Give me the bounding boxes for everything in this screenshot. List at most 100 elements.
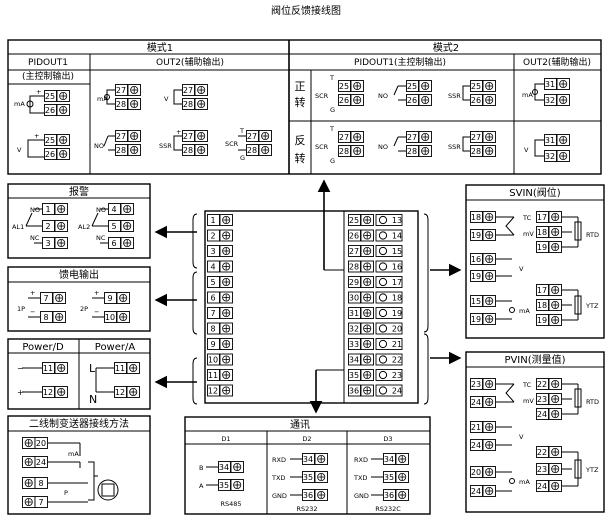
- center-right-term-25: 25: [349, 216, 359, 225]
- m2f-t25b: 25: [407, 82, 417, 91]
- center-right-term-29: 29: [349, 278, 359, 287]
- m2r-SCR: SCR: [315, 143, 329, 151]
- svin-ytz: YTZ: [585, 302, 599, 310]
- center-right-term-34: 34: [349, 356, 359, 365]
- pvin-ma: mA: [519, 478, 530, 486]
- comm-d3: D3: [383, 435, 392, 443]
- m2o2-t31a: 31: [545, 80, 555, 89]
- m2r-NO: NO: [378, 143, 388, 151]
- m1o2-G: G: [240, 154, 245, 162]
- mode1-out2-label: OUT2(辅助输出): [156, 56, 224, 68]
- d3-rs232c: RS232C: [375, 505, 401, 513]
- center-far-term-20: 20: [392, 325, 402, 334]
- comm-d2: D2: [302, 435, 311, 443]
- m2f-SCR: SCR: [315, 92, 329, 100]
- feed-t8: 8: [43, 313, 48, 322]
- center-right-term-36: 36: [349, 387, 359, 396]
- mode2-forward-2: 转: [295, 95, 306, 109]
- center-far-block-21: [375, 338, 403, 350]
- m2r-t28c: 28: [471, 147, 481, 156]
- center-far-term-15: 15: [392, 247, 402, 256]
- svg-text:+: +: [17, 388, 24, 397]
- center-right-term-27: 27: [349, 247, 359, 256]
- alarm-no1: NO: [30, 206, 40, 214]
- alarm-al2: AL2: [78, 223, 90, 231]
- m1o2-t27b: 27: [183, 86, 193, 95]
- center-right-term-28: 28: [349, 263, 359, 272]
- d1-A: A: [199, 482, 204, 490]
- m1-t25b: 25: [45, 136, 55, 145]
- svin-rtd: RTD: [586, 231, 599, 239]
- center-left-term-6: 6: [210, 294, 215, 303]
- d2-gnd: GND: [272, 492, 287, 500]
- center-left-term-2: 2: [210, 232, 215, 241]
- d3-txd: TXD: [353, 474, 367, 482]
- center-left-term-3: 3: [210, 247, 215, 256]
- mode1-pidout1-label: PIDOUT1: [28, 58, 68, 68]
- m1o2-t28b: 28: [183, 100, 193, 109]
- center-far-block-15: [375, 245, 403, 257]
- center-far-block-17: [375, 276, 403, 288]
- alarm-t2: 2: [45, 222, 50, 231]
- alarm-nc2: NC: [96, 234, 106, 242]
- tx-mA: mA: [68, 450, 79, 458]
- m1o2-t28d: 28: [183, 146, 193, 155]
- d3-t36: 36: [384, 491, 394, 500]
- mode2-reverse-2: 转: [295, 151, 306, 165]
- svin-ma: mA: [519, 307, 530, 315]
- alarm-t1: 1: [45, 205, 50, 214]
- svin-r1-b: 19: [471, 231, 481, 240]
- mode-panel: 模式1 模式2 PIDOUT1 (主控制输出) OUT2(辅助输出) 25 26…: [7, 39, 602, 175]
- svin-r3-a: 15: [471, 297, 481, 306]
- m2r-t28a: 28: [339, 147, 349, 156]
- d2-rs232: RS232: [296, 505, 317, 513]
- center-far-term-19: 19: [392, 309, 402, 318]
- pvin-r1-b: 24: [471, 398, 481, 407]
- m2f-t25a: 25: [339, 82, 349, 91]
- center-right-term-32: 32: [349, 325, 359, 334]
- pvin-title: PVIN(测量值): [504, 353, 565, 366]
- power-a-title: Power/A: [95, 342, 136, 353]
- m2r-t27a: 27: [339, 133, 349, 142]
- pvin-rt1-c: 24: [537, 410, 547, 419]
- power-N: N: [89, 393, 97, 406]
- feed-title: 馈电输出: [59, 268, 99, 281]
- center-far-term-16: 16: [392, 263, 402, 272]
- svin-r3-b: 19: [471, 315, 481, 324]
- d3-t35: 35: [384, 473, 394, 482]
- m1o2-SCR: SCR: [225, 140, 239, 148]
- center-far-block-23: [375, 369, 403, 381]
- m1o2-t27a: 27: [116, 86, 126, 95]
- transmitter-panel: 二线制变送器接线方法 20 24 8 7 mA P: [7, 415, 151, 515]
- alarm-no2: NO: [96, 206, 106, 214]
- d3-rxd: RXD: [354, 456, 368, 464]
- svin-title: SVIN(阀位): [509, 186, 561, 199]
- m1o2-T: T: [239, 127, 244, 135]
- svin-r2-b: 19: [471, 272, 481, 281]
- m2f-NO: NO: [378, 92, 388, 100]
- tx-t24: 24: [36, 458, 46, 467]
- pvin-r2-a: 21: [471, 423, 481, 432]
- svg-text:−: −: [94, 308, 99, 316]
- m1-t26b: 26: [45, 150, 55, 159]
- svin-panel: SVIN(阀位) 18 19 TC mV 16 19 V 15 19 mA 17…: [465, 184, 605, 339]
- tx-P: P: [64, 489, 68, 497]
- pvin-ytz: YTZ: [585, 466, 599, 474]
- tx-t20: 20: [36, 439, 46, 448]
- alarm-title: 报警: [69, 185, 89, 198]
- svin-rt1-b: 18: [537, 228, 547, 237]
- center-right-term-31: 31: [349, 309, 359, 318]
- center-left-term-5: 5: [210, 278, 215, 287]
- svg-text:+: +: [30, 289, 35, 297]
- center-left-term-11: 11: [208, 371, 218, 380]
- svin-rt1-c: 19: [537, 243, 547, 252]
- m1-t26a: 26: [45, 106, 55, 115]
- m2o2-V: V: [524, 146, 529, 154]
- center-left-term-1: 1: [210, 216, 215, 225]
- mode2-label: 模式2: [433, 41, 459, 54]
- center-far-term-17: 17: [392, 278, 402, 287]
- center-right-term-33: 33: [349, 340, 359, 349]
- pvin-mv: mV: [523, 397, 534, 405]
- powd-t12: 12: [43, 388, 53, 397]
- m2r-t27c: 27: [471, 133, 481, 142]
